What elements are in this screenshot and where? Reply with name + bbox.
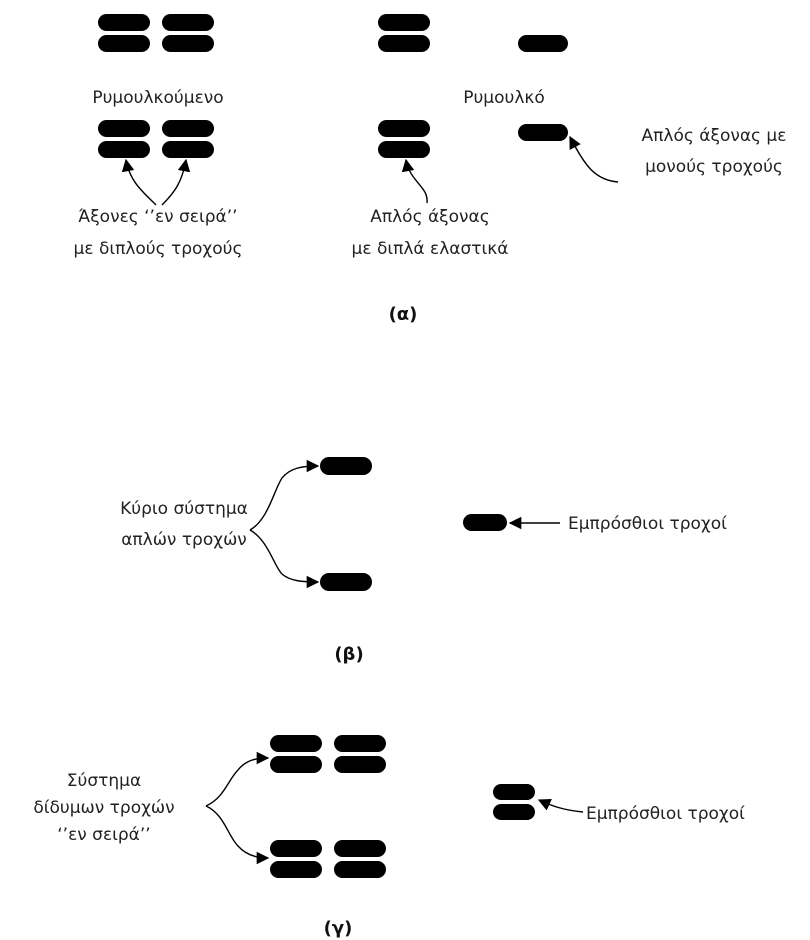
front-wheels-label: Εμπρόσθιοι τροχοί <box>568 514 727 534</box>
wheel <box>98 35 150 52</box>
panel-a: Ρυμουλκούμενο Ρυμουλκό Άξονες ‘’εν σειρά… <box>74 14 787 325</box>
wheel <box>320 573 372 591</box>
front-arrow <box>537 799 584 813</box>
tandem-arrow-up <box>205 751 270 807</box>
wheel <box>334 861 386 878</box>
panel-a-caption: (α) <box>389 304 418 325</box>
wheel <box>98 120 150 137</box>
front-wheel <box>493 784 535 800</box>
wheel <box>320 457 372 475</box>
wheel <box>378 120 430 137</box>
tandem-label-line1: Άξονες ‘’εν σειρά’’ <box>78 207 237 227</box>
main-arrow-up <box>249 459 320 531</box>
wheel <box>270 840 322 857</box>
main-arrow-down <box>249 529 320 589</box>
single-dual-arrow <box>401 158 428 204</box>
front-wheel <box>493 804 535 820</box>
front-wheel <box>463 514 507 531</box>
panel-b: Κύριο σύστημα απλών τροχών Εμπρόσθιοι τρ… <box>120 457 727 665</box>
wheel <box>334 735 386 752</box>
twin-gear-label-line1: Σύστημα <box>67 771 141 791</box>
front-wheels-label: Εμπρόσθιοι τροχοί <box>586 804 745 824</box>
twin-gear-label-line3: ‘’εν σειρά’’ <box>57 825 150 845</box>
tractor-label: Ρυμουλκό <box>463 88 545 108</box>
single-dual-label-line2: με διπλά ελαστικά <box>352 239 509 259</box>
wheel <box>378 141 430 158</box>
main-gear-label-line1: Κύριο σύστημα <box>120 499 248 519</box>
tandem-arrow-right <box>161 158 191 206</box>
trailer-label: Ρυμουλκούμενο <box>92 88 223 108</box>
single-single-arrow <box>569 135 619 183</box>
twin-gear-label-line2: δίδυμων τροχών <box>33 798 174 818</box>
tandem-arrow-left <box>121 158 157 206</box>
wheel <box>162 120 214 137</box>
wheel <box>378 35 430 52</box>
wheel <box>518 35 568 52</box>
panel-b-caption: (β) <box>334 644 363 665</box>
wheel <box>334 756 386 773</box>
single-single-label-line2: μονούς τροχούς <box>645 157 783 177</box>
wheel <box>334 840 386 857</box>
wheel <box>270 735 322 752</box>
wheel <box>162 141 214 158</box>
wheel <box>162 35 214 52</box>
panel-c: Σύστημα δίδυμων τροχών ‘’εν σειρά’’ Εμπρ… <box>33 735 745 939</box>
wheel <box>518 124 568 141</box>
tandem-label-line2: με διπλούς τροχούς <box>74 239 243 259</box>
single-single-label-line1: Απλός άξονας με <box>642 126 787 146</box>
single-dual-label-line1: Απλός άξονας <box>370 207 489 227</box>
main-gear-label-line2: απλών τροχών <box>121 530 247 550</box>
wheel <box>98 141 150 158</box>
wheel <box>378 14 430 31</box>
panel-c-caption: (γ) <box>324 918 353 939</box>
wheel <box>270 756 322 773</box>
wheel <box>162 14 214 31</box>
wheel <box>98 14 150 31</box>
wheel <box>270 861 322 878</box>
tandem-arrow-down <box>205 805 270 865</box>
